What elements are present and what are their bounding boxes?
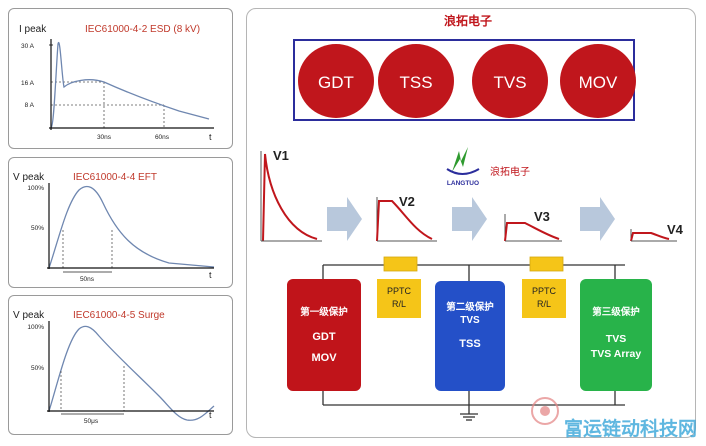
arrow-2-icon: [452, 197, 487, 241]
esd-tick-16a: 16 A: [21, 80, 35, 87]
eft-waveform-panel: V peak IEC61000-4-4 EFT 100% 50% 50ns t: [8, 157, 233, 288]
eft-span-label: 50ns: [80, 276, 95, 283]
stage-3-line-1: TVS: [606, 333, 626, 345]
esd-waveform-panel: I peak IEC61000-4-2 ESD (8 kV) 30 A 16 A…: [8, 8, 233, 149]
ground-icon: [460, 413, 478, 421]
v1-pulse-curve: [262, 153, 318, 242]
v2-pulse-curve: [376, 200, 433, 242]
esd-tick-30a: 30 A: [21, 43, 35, 50]
surge-waveform-chart: V peak IEC61000-4-5 Surge 100% 50% 50μs …: [13, 310, 215, 425]
logo-brand-text: 浪拓电子: [490, 165, 530, 178]
surge-tick-50: 50%: [31, 365, 44, 372]
eft-waveform-chart: V peak IEC61000-4-4 EFT 100% 50% 50ns t: [13, 172, 215, 283]
stage-1-line-2: MOV: [311, 352, 337, 364]
stage-2-line-1: TVS: [460, 315, 480, 326]
surge-axis-t: t: [209, 410, 212, 420]
mov-label: MOV: [579, 73, 618, 92]
v4-label: V4: [667, 222, 684, 237]
eft-title: IEC61000-4-4 EFT: [73, 172, 157, 183]
logo-swoosh-icon: [446, 168, 480, 175]
protection-diagram: 浪拓电子 GDT TSS TVS MOV LANGTUO 浪拓电子 V1 V2: [260, 13, 697, 439]
v1-label: V1: [273, 148, 289, 163]
stage-3-title: 第三级保护: [592, 306, 640, 318]
watermark: 富运链动科技网: [531, 397, 697, 439]
pptc-2-element: [529, 256, 564, 272]
arrow-1-icon: [327, 197, 362, 241]
tvs-circle: [472, 44, 548, 118]
pptc-2-line2: R/L: [537, 299, 551, 309]
gdt-circle: [298, 44, 374, 118]
pptc-1-line1: PPTC: [387, 286, 412, 296]
surge-tick-100: 100%: [27, 324, 44, 331]
pptc-2-box: [522, 279, 566, 318]
esd-waveform-curve: [50, 41, 210, 129]
stage-1-box: [287, 279, 361, 391]
v3-pulse-curve: [504, 222, 560, 242]
surge-title: IEC61000-4-5 Surge: [73, 310, 165, 321]
stage-3-box: [580, 279, 652, 391]
eft-axis-t: t: [209, 270, 212, 280]
stage-2-box: [435, 281, 505, 391]
esd-y-label: I peak: [19, 24, 47, 35]
stage-2-line-2: TSS: [459, 338, 480, 350]
protection-diagram-panel: 浪拓电子 GDT TSS TVS MOV LANGTUO 浪拓电子 V1 V2: [246, 8, 697, 439]
esd-tick-60ns: 60ns: [155, 134, 170, 141]
esd-title: IEC61000-4-2 ESD (8 kV): [85, 24, 200, 35]
watermark-logo-icon: [531, 397, 559, 425]
surge-waveform-curve: [48, 325, 215, 421]
surge-span-label: 50μs: [84, 418, 99, 425]
stage-3-line-2: TVS Array: [591, 348, 642, 360]
pptc-1-line2: R/L: [392, 299, 406, 309]
logo-text: LANGTUO: [447, 180, 479, 187]
langtuo-logo: LANGTUO 浪拓电子: [446, 147, 530, 187]
pptc-1-element: [383, 256, 418, 272]
tss-label: TSS: [399, 73, 432, 92]
gdt-label: GDT: [318, 73, 354, 92]
eft-y-label: V peak: [13, 172, 45, 183]
brand-header: 浪拓电子: [444, 13, 492, 28]
v4-pulse-curve: [630, 232, 670, 242]
stage-1-title: 第一级保护: [300, 306, 348, 318]
eft-tick-50: 50%: [31, 225, 44, 232]
eft-waveform-curve: [48, 185, 215, 269]
eft-tick-100: 100%: [27, 185, 44, 192]
v3-label: V3: [534, 209, 550, 224]
esd-tick-30ns: 30ns: [97, 134, 112, 141]
esd-waveform-chart: I peak IEC61000-4-2 ESD (8 kV) 30 A 16 A…: [19, 24, 214, 142]
esd-axis-t: t: [209, 132, 212, 142]
stage-2-title: 第二级保护: [446, 301, 494, 313]
v2-label: V2: [399, 194, 415, 209]
watermark-text: 富运链动科技网: [564, 417, 697, 439]
pptc-1-box: [377, 279, 421, 318]
lightning-icon: [452, 147, 468, 172]
esd-tick-8a: 8 A: [25, 102, 35, 109]
pptc-2-line1: PPTC: [532, 286, 557, 296]
surge-y-label: V peak: [13, 310, 45, 321]
surge-waveform-panel: V peak IEC61000-4-5 Surge 100% 50% 50μs …: [8, 295, 233, 435]
arrow-3-icon: [580, 197, 615, 241]
tss-circle: [378, 44, 454, 118]
stage-1-line-1: GDT: [312, 331, 336, 343]
tvs-label: TVS: [493, 73, 526, 92]
mov-circle: [560, 44, 636, 118]
